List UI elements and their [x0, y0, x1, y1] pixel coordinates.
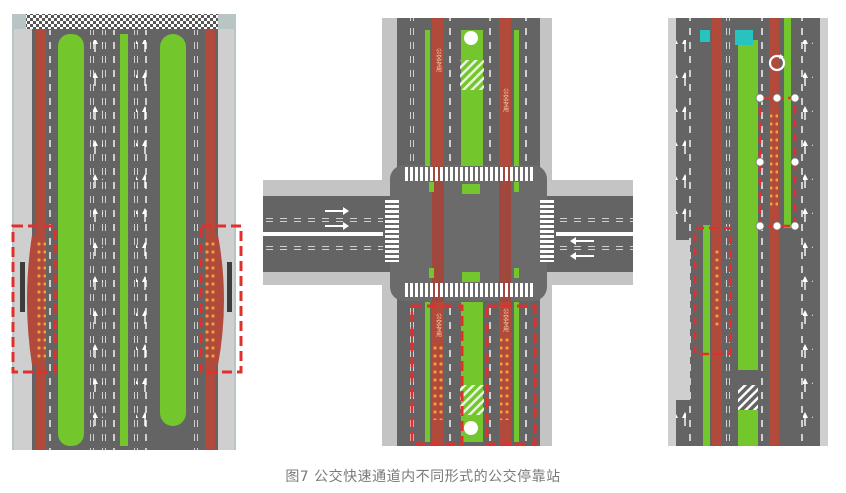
panel-staggered-median-stops [668, 18, 828, 446]
platform-right [500, 335, 510, 420]
selection-handles [755, 93, 800, 231]
island-south [462, 272, 480, 282]
platform-right [770, 110, 778, 210]
north-median [461, 30, 483, 166]
crosswalk-east [540, 198, 554, 262]
lane-arrows [93, 40, 103, 440]
right-sidewalk [218, 29, 234, 450]
cyan-marker [735, 30, 753, 45]
lane-line [410, 18, 414, 163]
island-north [462, 184, 480, 194]
left-sidewalk [14, 29, 32, 450]
left-median-strip [703, 225, 710, 446]
u-turn-icon [768, 54, 786, 72]
figure-caption: 图7 公交快速通道内不同形式的公交停靠站 [285, 469, 561, 485]
lane-arrows [136, 40, 146, 440]
right-stop-highlight-box [199, 224, 243, 374]
bus-lane-left [712, 18, 722, 446]
lane-line [112, 30, 116, 450]
lane-line [90, 30, 94, 450]
left-shelter [20, 262, 25, 312]
crosswalk-west [385, 198, 399, 262]
stop-highlight-box-lower [693, 226, 732, 356]
left-stop-highlight-box [11, 224, 57, 374]
right-shelter [227, 262, 232, 312]
platform-left [713, 250, 721, 330]
bus-lane-label: 公交专用 [502, 308, 509, 333]
bus-lane-label: 公交专用 [435, 48, 442, 73]
south-median [461, 302, 483, 442]
bus-lane-right [769, 18, 779, 446]
crosswalk-north [405, 167, 535, 181]
bus-lane-label: 公交专用 [435, 313, 442, 338]
center-green-strip [120, 34, 128, 446]
crosswalk-south [405, 283, 535, 297]
panel-1-top-crosswalk [26, 14, 218, 29]
central-median [738, 40, 758, 370]
panel-intersection-median-stops: 公交专用 公交专用 公交专用 公交专用 公交专用 公交专用 [263, 18, 633, 446]
north-bus-lane-left [432, 18, 444, 166]
panel-curbside-bay-stops [11, 14, 243, 450]
lane-line [48, 30, 52, 450]
lane-line [102, 30, 106, 450]
left-platform-markings [36, 240, 46, 360]
right-median-strip [784, 18, 791, 228]
lane-line [688, 18, 692, 446]
right-platform-markings [205, 240, 215, 360]
platform-left [433, 345, 443, 420]
lane-line [194, 30, 198, 450]
stop-highlight-box-right [485, 304, 537, 446]
cyan-marker [700, 30, 710, 42]
north-bus-lane-right [499, 18, 511, 166]
lane-line [263, 218, 383, 222]
stop-highlight-box-left [410, 304, 464, 446]
curb-bulge [668, 240, 690, 400]
median-green-left [58, 34, 84, 446]
median-green-right [160, 34, 186, 426]
bus-lane-label: 公交专用 [502, 88, 509, 113]
